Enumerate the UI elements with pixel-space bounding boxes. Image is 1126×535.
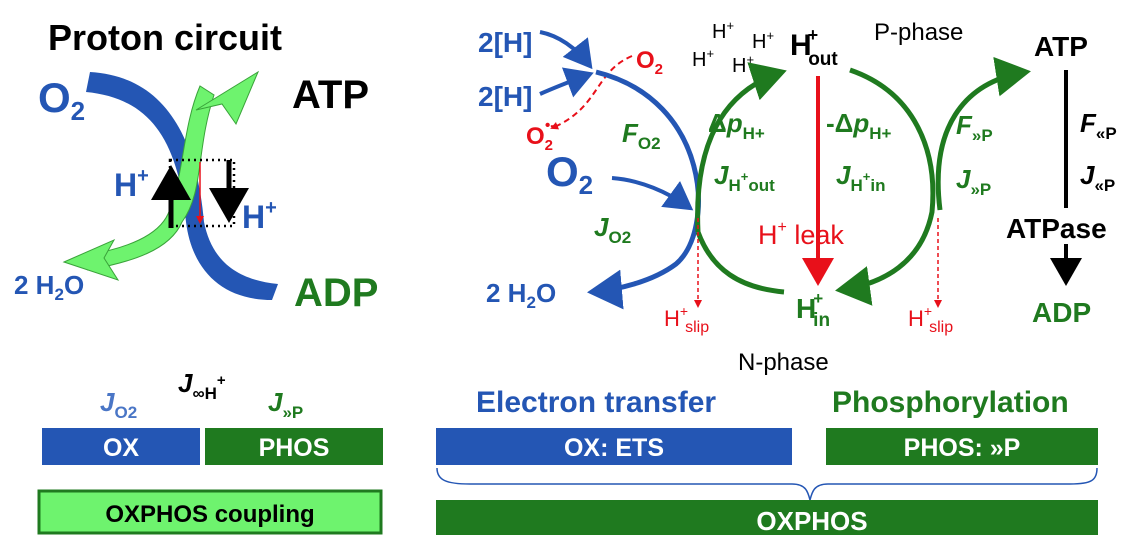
right-force-atpase: F«P [1080,108,1117,143]
right-o2-large: O2 [546,148,593,200]
right-leak-label: H+ leak [758,219,844,250]
2h-top-arrow [539,30,593,70]
h-cluster-1: H+ [712,18,734,43]
green-arrowhead-atp [195,70,260,126]
left-ox-bar [42,428,200,465]
pump-bottom-arc [695,231,785,295]
right-2h-bottom: 2[H] [478,81,532,112]
right-h-in: H+in [796,289,830,331]
left-phos-bar-label: PHOS [259,434,330,462]
phos-p-bar [826,428,1098,465]
oxphos-coupling-label: OXPHOS coupling [105,501,314,528]
oxphos-bar [436,500,1098,535]
left-phos-bar [205,428,383,465]
electron-transfer-panel: 2[H] 2[H] O2 O2•- O2 FO2 JO2 2 H2O H+ H+… [436,18,1122,535]
superoxide-arrow [550,55,633,130]
left-adp-label: ADP [294,271,378,315]
right-dp-neg: -ΔpH+ [826,108,892,143]
right-h-out: H+out [790,25,838,70]
h-cluster-2: H+ [752,28,774,53]
proton-circuit-title: Proton circuit [48,17,282,58]
atp-synthesis-arc [935,56,1031,211]
left-atp-label: ATP [292,73,369,117]
left-h-plus-right: H+ [242,197,277,235]
right-force-o2: FO2 [622,118,661,153]
right-slip-left: H+slip [664,303,709,336]
h-cluster-4: H+ [732,52,754,77]
ets-bar [436,428,792,465]
right-atpase: ATPase [1006,213,1107,244]
left-ox-bar-label: OX [103,434,139,462]
oxphos-coupling-box [37,489,383,535]
right-flux-atpase: J«P [1080,160,1115,195]
atpase-label-backdrop [1004,208,1122,244]
right-o2-small: O2 [636,47,663,78]
right-2h-top: 2[H] [478,27,532,58]
proton-circuit-panel: Proton circuit O2 ATP ADP 2 H2O H+ H+ JO… [14,17,383,535]
phos-p-bar-label: PHOS: »P [904,434,1021,462]
right-force-p: F»P [956,110,993,145]
right-flux-o2: JO2 [594,212,631,247]
right-adp: ADP [1032,297,1091,328]
right-n-phase: N-phase [738,349,829,376]
ets-bar-label: OX: ETS [564,434,664,462]
2h-bottom-arrow [539,67,594,98]
proton-return-arc [835,67,936,306]
right-j-h-out: JH+out [714,160,775,195]
ets-blue-arc [587,69,701,310]
right-flux-p: J»P [956,164,991,199]
right-slip-right: H+slip [908,303,953,336]
right-dp-pos: ΔpH+ [708,108,765,143]
phosphorylation-heading: Phosphorylation [832,386,1069,419]
green-arrowhead-water [62,238,120,281]
oxphos-bar-label: OXPHOS [756,506,867,535]
left-h-plus-left: H+ [114,165,149,203]
right-p-phase: P-phase [874,19,963,46]
oxphos-brace [436,467,1098,501]
left-water-label: 2 H2O [14,270,84,304]
electron-transfer-heading: Electron transfer [476,386,716,419]
left-o2-label: O2 [38,74,85,126]
proton-pump-arc [695,62,787,233]
right-superoxide: O2•- [526,117,555,154]
o2-to-ets-arrow [611,176,694,211]
left-flux-coupled: J∞H+ [178,368,226,403]
h-cluster-3: H+ [692,46,714,71]
left-flux-p: J»P [268,387,303,422]
left-flux-o2: JO2 [100,387,137,422]
right-water: 2 H2O [486,278,556,312]
right-j-h-in: JH+in [836,160,885,195]
right-atp: ATP [1034,31,1088,62]
